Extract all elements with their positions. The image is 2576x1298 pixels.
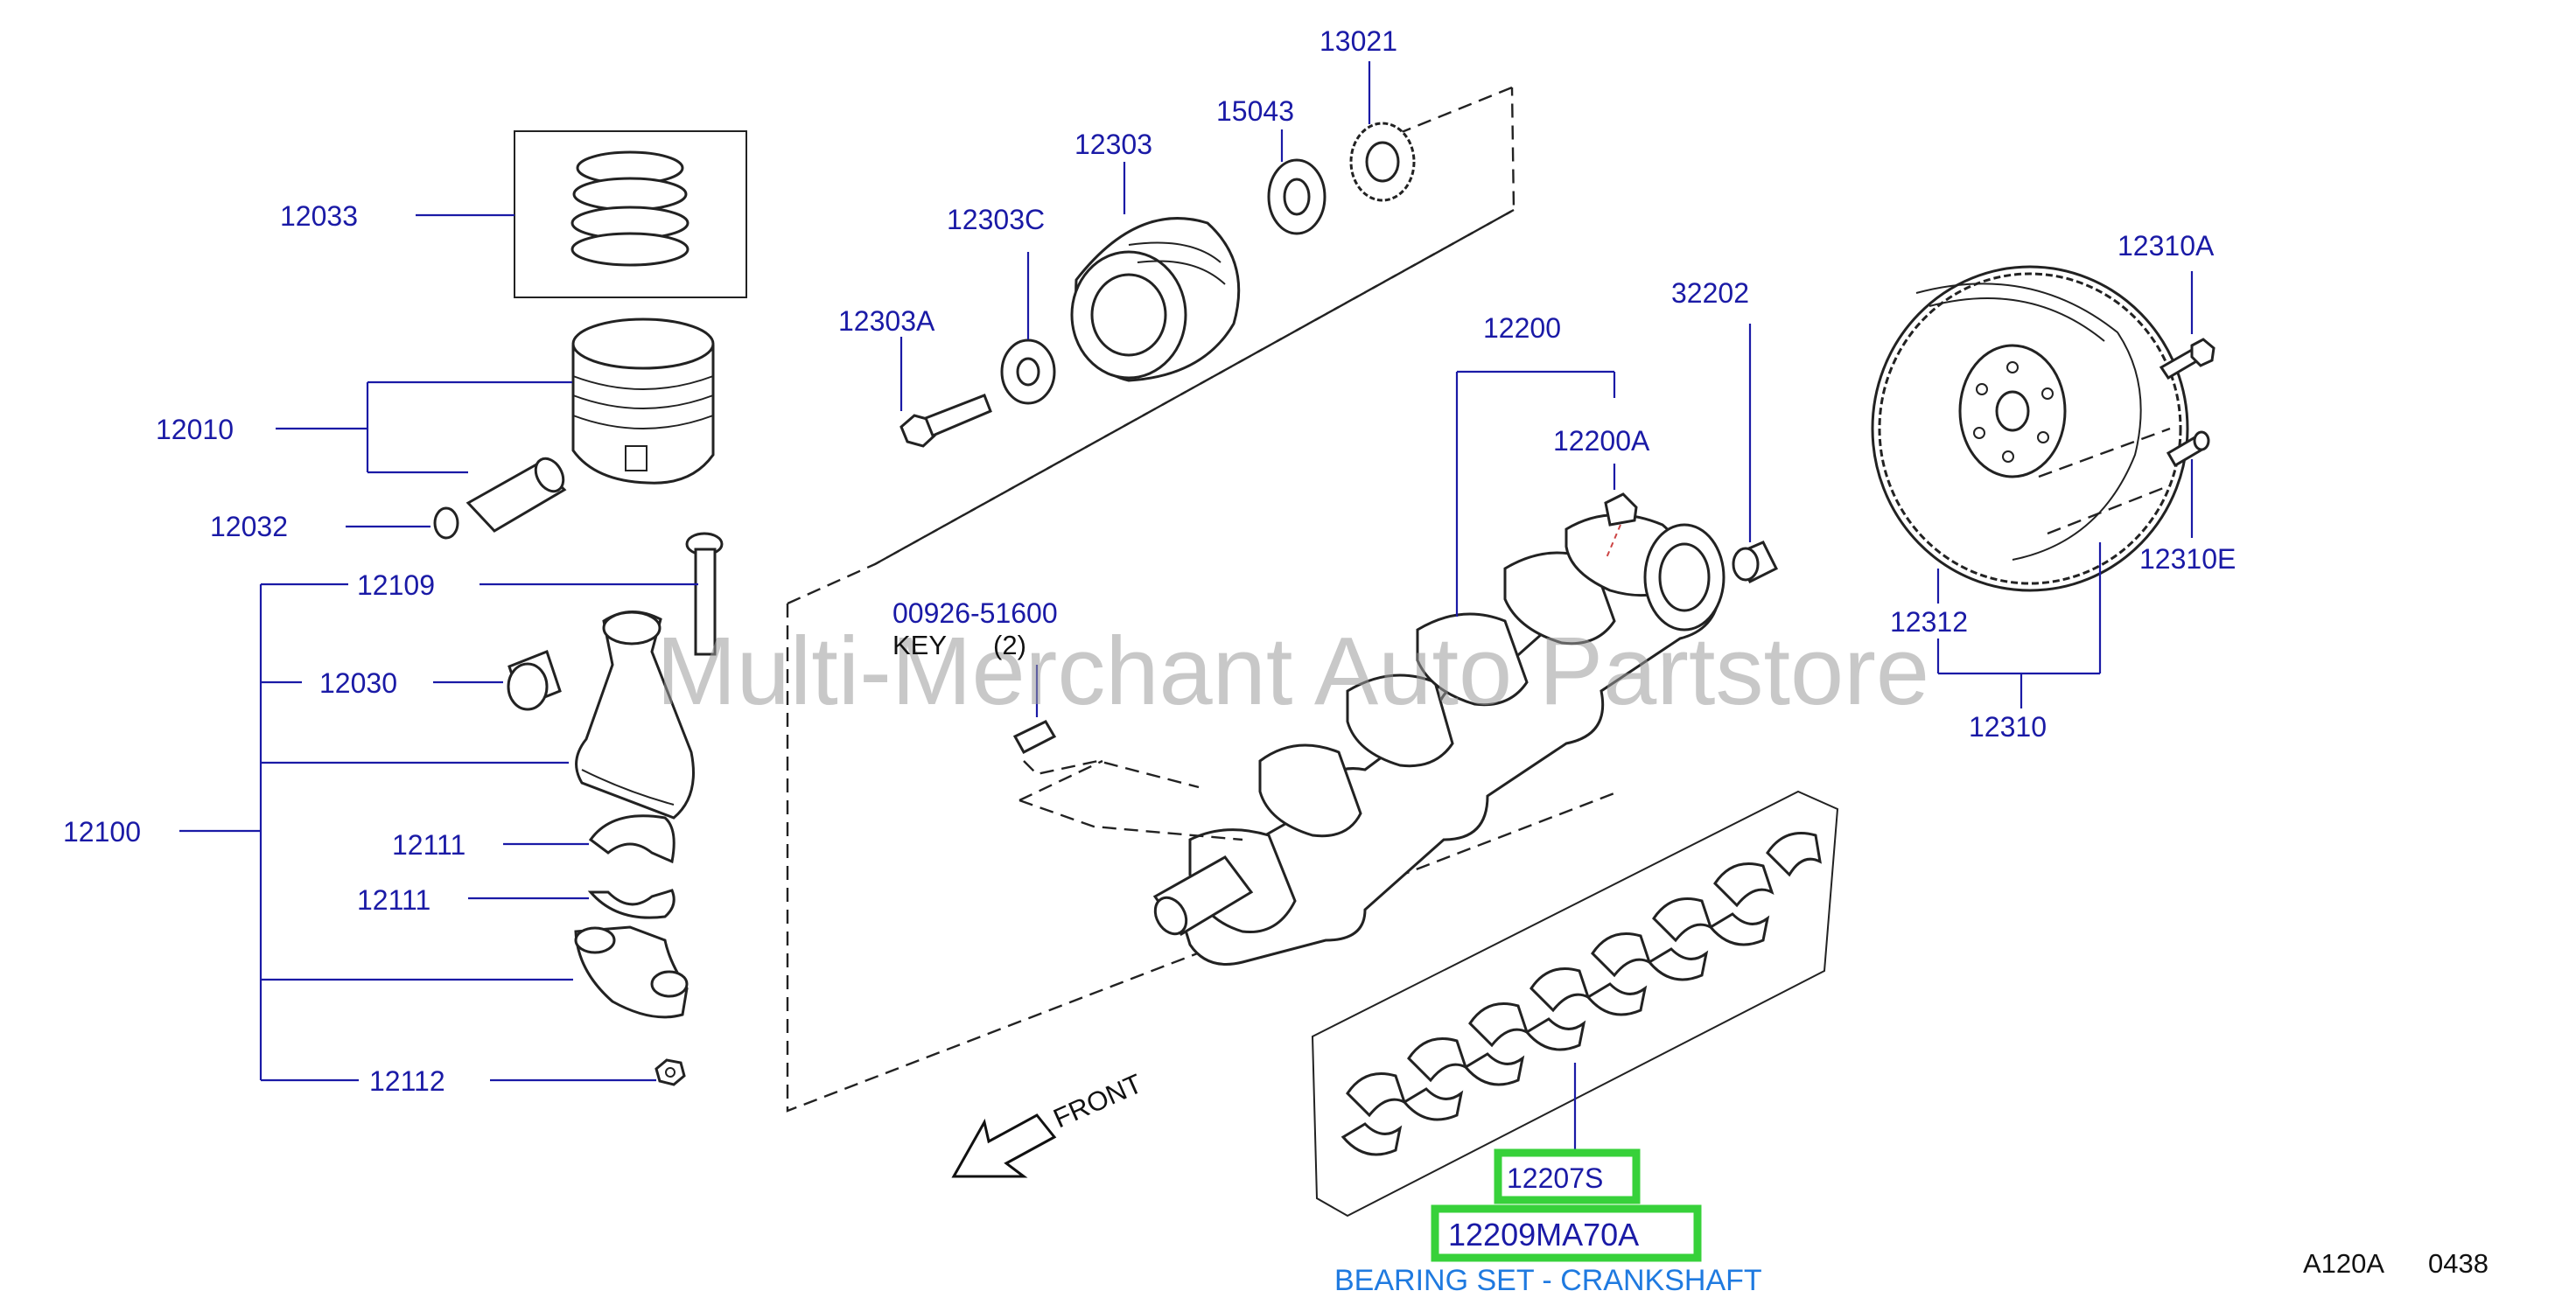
flywheel-dowel-drawing: [2166, 430, 2210, 468]
rod-bearing-lower-drawing: [587, 889, 676, 919]
label-12310a[interactable]: 12310A: [2118, 230, 2215, 262]
diagram-number: 0438: [2428, 1248, 2488, 1279]
label-12200[interactable]: 12200: [1483, 312, 1561, 344]
label-12207s[interactable]: 12207S: [1507, 1162, 1603, 1194]
label-12010[interactable]: 12010: [156, 414, 234, 445]
label-12310e[interactable]: 12310E: [2139, 543, 2236, 575]
piston-pin-drawing: [466, 457, 567, 533]
highlight-box-12207s: [1494, 1148, 1641, 1204]
diagram-code: A120A: [2303, 1248, 2384, 1279]
oil-pump-drive-spacer-drawing: [1267, 158, 1326, 235]
label-front: FRONT: [1049, 1068, 1147, 1134]
pilot-bushing-drawing: [1732, 541, 1779, 584]
rod-bearing-upper-drawing: [588, 814, 676, 864]
front-arrow-icon: [951, 1113, 1057, 1178]
rod-bolt-drawing: [685, 532, 724, 656]
label-00926-51600[interactable]: 00926-51600: [892, 597, 1058, 629]
caption-bearing-set: BEARING SET - CRANKSHAFT: [1334, 1264, 1762, 1297]
label-12112[interactable]: 12112: [369, 1065, 445, 1097]
woodruff-key-drawing: [1012, 720, 1057, 754]
piston-ring-set-box: [514, 130, 747, 298]
label-12033[interactable]: 12033: [280, 200, 358, 232]
label-12032[interactable]: 12032: [210, 511, 288, 542]
rod-bushing-drawing: [507, 650, 562, 711]
label-12303a[interactable]: 12303A: [838, 305, 935, 337]
rod-cap-drawing: [574, 925, 689, 1019]
label-12111-upper[interactable]: 12111: [392, 829, 466, 861]
pulley-bolt-drawing: [900, 394, 992, 448]
label-12100[interactable]: 12100: [63, 816, 141, 848]
pulley-washer-drawing: [1000, 338, 1056, 405]
watermark-text: Multi-Merchant Auto Partstore: [656, 618, 1929, 725]
crank-sprocket-drawing: [1349, 122, 1416, 202]
crank-plug-drawing: [1604, 492, 1638, 527]
flywheel-drawing: [1871, 265, 2189, 592]
connecting-rod-drawing: [575, 611, 695, 820]
label-12200a[interactable]: 12200A: [1553, 425, 1650, 457]
label-key: KEY: [892, 630, 947, 660]
crank-pulley-drawing: [1070, 217, 1241, 382]
label-12209ma70a[interactable]: 12209MA70A: [1448, 1217, 1639, 1253]
flywheel-bolt-drawing: [2159, 338, 2216, 380]
label-12303c[interactable]: 12303C: [947, 204, 1045, 235]
label-12310[interactable]: 12310: [1969, 711, 2047, 743]
snap-ring-drawing: [433, 506, 459, 540]
label-13021[interactable]: 13021: [1320, 25, 1397, 57]
piston-drawing: [571, 318, 715, 485]
highlight-box-12209ma70a: [1431, 1204, 1702, 1262]
rod-nut-drawing: [654, 1058, 686, 1086]
crankshaft-drawing: [1152, 513, 1726, 966]
label-12030[interactable]: 12030: [319, 667, 397, 699]
label-12312[interactable]: 12312: [1890, 606, 1968, 638]
label-32202[interactable]: 32202: [1671, 277, 1749, 309]
label-15043[interactable]: 15043: [1216, 95, 1294, 127]
label-key-qty: (2): [993, 630, 1026, 660]
label-12303[interactable]: 12303: [1074, 129, 1152, 160]
label-12111-lower[interactable]: 12111: [357, 884, 430, 916]
main-bearing-set-drawing: [1311, 790, 1839, 1218]
label-12109[interactable]: 12109: [357, 569, 435, 601]
